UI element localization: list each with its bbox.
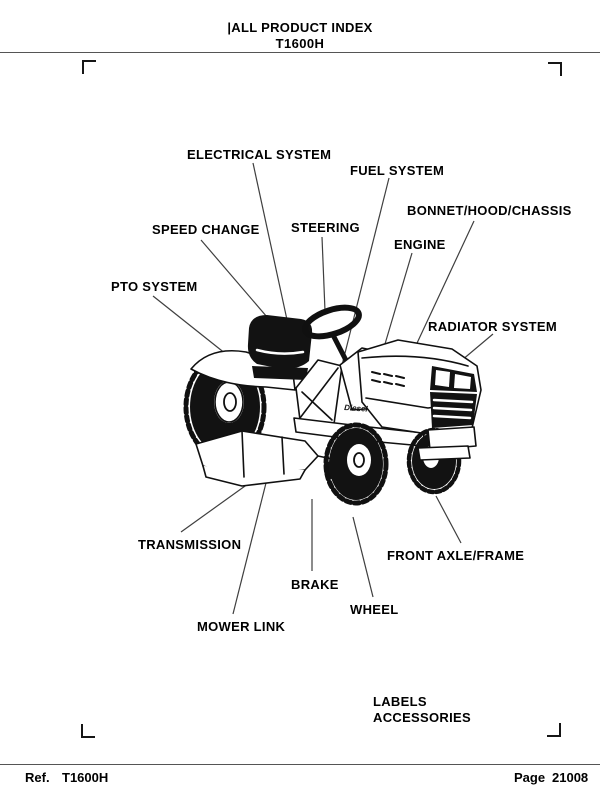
- leader-fuel-system: [338, 177, 390, 378]
- callout-label-bonnet-hood-chassis[interactable]: BONNET/HOOD/CHASSIS: [407, 203, 572, 218]
- leader-steering: [321, 236, 326, 312]
- callout-label-fuel-system[interactable]: FUEL SYSTEM: [350, 163, 445, 178]
- hood: Diesel: [344, 339, 482, 435]
- callout-label-pto-system[interactable]: PTO SYSTEM: [111, 279, 198, 294]
- leader-mower-link: [232, 474, 269, 615]
- model-title: T1600H: [275, 36, 325, 51]
- headlight-left: [435, 370, 450, 387]
- callout-label-electrical-system[interactable]: ELECTRICAL SYSTEM: [187, 147, 332, 162]
- hood-badge: Diesel: [344, 403, 369, 414]
- crop-mark-top-left: [82, 60, 96, 74]
- callout-label-transmission[interactable]: TRANSMISSION: [138, 537, 242, 552]
- callout-label-front-axle-frame[interactable]: FRONT AXLE/FRAME: [387, 548, 525, 563]
- callout-label-accessories[interactable]: ACCESSORIES: [373, 710, 471, 725]
- footer-page-value: 21008: [552, 770, 589, 785]
- frame-truss: [295, 359, 343, 425]
- headlight-right: [454, 374, 471, 389]
- front-near-wheel: [323, 422, 389, 506]
- callout-label-wheel[interactable]: WHEEL: [350, 602, 399, 617]
- callout-label-radiator-system[interactable]: RADIATOR SYSTEM: [428, 319, 557, 334]
- crop-mark-bottom-left: [81, 724, 95, 738]
- callout-label-steering[interactable]: STEERING: [291, 220, 360, 235]
- leader-electrical-system: [252, 162, 290, 330]
- crop-mark-bottom-right: [547, 723, 561, 737]
- footer-page-label: Page: [514, 770, 546, 785]
- leader-wheel: [352, 516, 374, 598]
- seat: [247, 315, 313, 380]
- footer-ref-label: Ref.: [25, 770, 50, 785]
- leader-front-axle-frame: [435, 495, 462, 544]
- mower-deck: [195, 430, 343, 487]
- header-rule: [0, 52, 600, 53]
- tractor-illustration: Diesel: [183, 304, 482, 506]
- callout-label-brake[interactable]: BRAKE: [291, 577, 339, 592]
- crop-marks: [81, 60, 562, 738]
- callout-label-labels[interactable]: LABELS: [373, 694, 427, 709]
- footer-ref-value: T1600H: [62, 770, 109, 785]
- footer-rule: [0, 764, 600, 765]
- crop-mark-top-right: [548, 62, 562, 76]
- callout-label-speed-change[interactable]: SPEED CHANGE: [152, 222, 260, 237]
- front-axle: [417, 426, 477, 461]
- page-title: |ALL PRODUCT INDEX: [227, 20, 373, 35]
- callout-label-engine[interactable]: ENGINE: [394, 237, 446, 252]
- callout-label-mower-link[interactable]: MOWER LINK: [197, 619, 286, 634]
